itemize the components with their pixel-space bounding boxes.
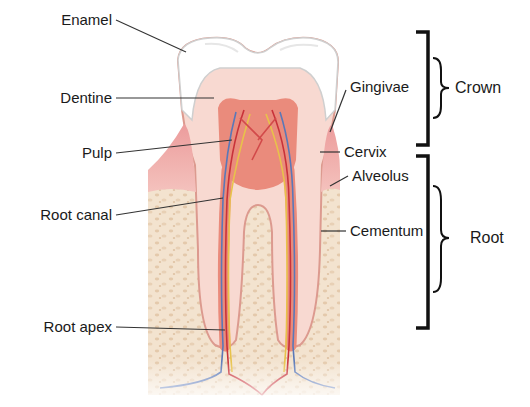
- part-label: Pulp: [82, 144, 112, 162]
- leader-lines: [116, 20, 348, 330]
- gum-left: [148, 124, 196, 192]
- part-label: Gingivae: [350, 78, 409, 96]
- dentine: [178, 38, 338, 348]
- part-label: Root canal: [40, 206, 112, 224]
- bottom-fade: [140, 360, 350, 407]
- brackets: [416, 32, 449, 328]
- part-label: Root apex: [44, 318, 112, 336]
- part-label: Dentine: [60, 89, 112, 107]
- enamel-shading: [205, 44, 318, 52]
- part-label: Cementum: [350, 222, 423, 240]
- section-label: Crown: [455, 79, 501, 97]
- section-label: Root: [470, 229, 504, 247]
- part-label: Alveolus: [352, 167, 409, 185]
- part-label: Enamel: [61, 11, 112, 29]
- part-label: Cervix: [344, 143, 387, 161]
